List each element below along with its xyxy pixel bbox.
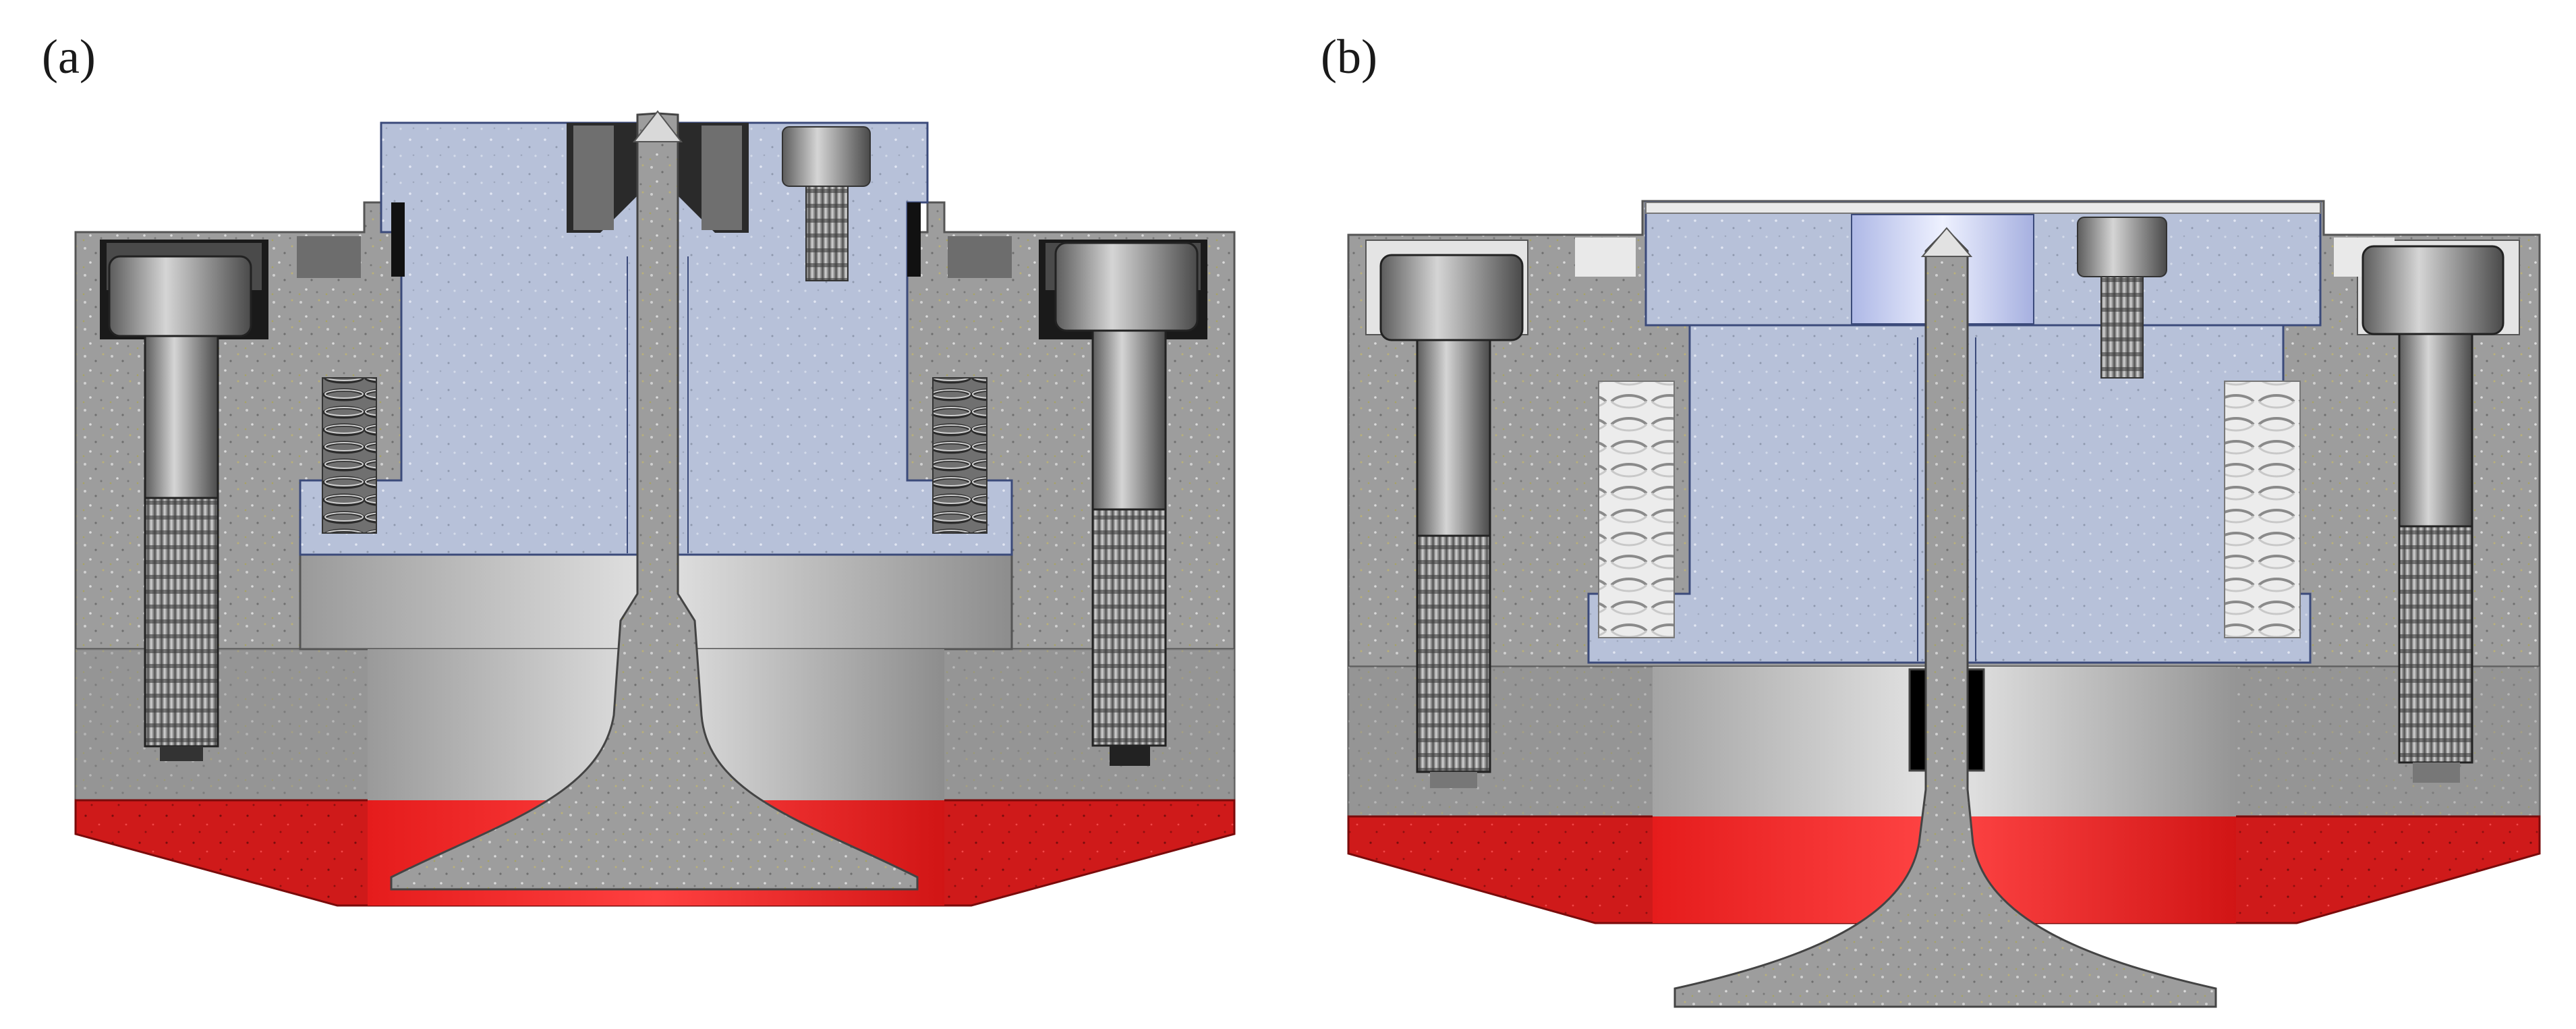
left-bolt [1379, 254, 1524, 788]
left-spring [322, 377, 377, 534]
panel-a-cross-section [0, 0, 1282, 1029]
panel-b-label: (b) [1321, 30, 1377, 84]
panel-a-label: (a) [42, 30, 96, 84]
panel-b-cross-section [1285, 0, 2576, 1029]
cap-screw [2077, 217, 2167, 379]
left-spring [1598, 381, 1675, 638]
right-bolt [2362, 245, 2505, 783]
valve [1673, 227, 2217, 1008]
right-spring [2224, 381, 2301, 638]
right-spring [932, 377, 988, 534]
valve [390, 110, 919, 891]
left-bolt [108, 255, 252, 761]
right-bolt [1054, 242, 1199, 766]
cap-screw [782, 126, 871, 281]
piston-top-plate [1644, 201, 2322, 327]
